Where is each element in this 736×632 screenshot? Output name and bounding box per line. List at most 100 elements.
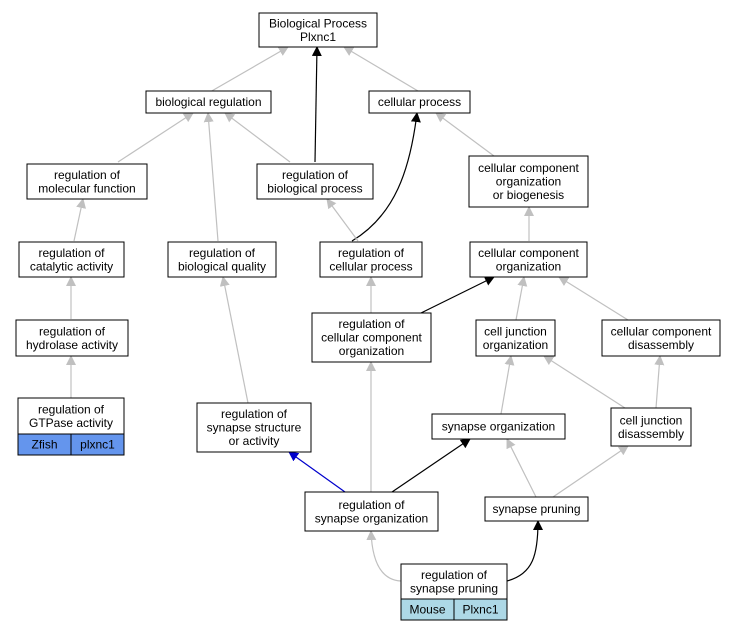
node-label-line: cellular component <box>611 324 712 338</box>
node-label-line: regulation of <box>221 407 288 421</box>
node-label-line: synapse structure <box>207 421 302 435</box>
edge-reg-syn-prune-to-syn-prune <box>506 520 543 582</box>
node-box <box>469 241 588 278</box>
node-label-line: regulation of <box>39 324 106 338</box>
edge-reg-syn-org-to-syn-org <box>391 438 471 493</box>
node-box <box>319 241 423 278</box>
zfish-gene-label: plxnc1 <box>80 438 115 452</box>
edge-cj-dis-to-cj-org <box>543 355 626 409</box>
node-label-line: organization <box>496 175 561 189</box>
node-label-line: biological process <box>267 181 362 195</box>
node-cell-proc[interactable]: cellular process <box>368 90 471 114</box>
node-label-line: regulation of <box>421 568 488 582</box>
node-label-line: disassembly <box>628 338 694 352</box>
node-label-line: synapse organization <box>315 511 428 525</box>
node-label-line: cellular process <box>329 259 412 273</box>
node-label-line: regulation of <box>189 246 256 260</box>
node-label-line: or activity <box>229 434 280 448</box>
edge-cccob-to-cell-proc <box>435 112 495 157</box>
edge-cc-dis-to-cco <box>558 276 629 321</box>
node-label-line: synapse pruning <box>410 581 498 595</box>
edge-cell-proc-to-root <box>343 46 419 92</box>
edge-reg-syn-org-to-reg-syn-struct <box>288 451 346 493</box>
node-label-line: molecular function <box>38 181 135 195</box>
node-box <box>18 241 125 278</box>
edge-reg-cat-to-reg-mol-func <box>73 198 87 242</box>
edge-reg-syn-struct-to-reg-bio-qual <box>219 276 249 404</box>
node-box <box>17 397 125 435</box>
edge-cj-org-to-cco <box>515 276 528 321</box>
node-box <box>256 163 374 200</box>
gene-tags: Zfish plxnc1 Mouse Plxnc1 <box>17 433 508 621</box>
node-box <box>26 163 148 200</box>
edge-reg-syn-prune-to-reg-syn-org <box>366 530 402 582</box>
node-label-line: organization <box>339 344 404 358</box>
node-box <box>368 90 471 114</box>
node-box <box>468 155 589 208</box>
node-label-line: biological regulation <box>155 95 261 109</box>
node-box <box>601 319 721 357</box>
node-label-line: GTPase activity <box>29 416 113 430</box>
node-box <box>610 407 692 447</box>
edge-syn-prune-to-syn-org <box>506 438 537 498</box>
node-bio-reg[interactable]: biological regulation <box>145 90 272 114</box>
edge-syn-org-to-cj-org <box>500 355 515 415</box>
edge-reg-cell-proc-to-reg-bio-proc <box>326 198 359 242</box>
node-label-line: synapse pruning <box>492 502 580 516</box>
node-label-line: regulation of <box>282 168 349 182</box>
node-label-line: Plxnc1 <box>300 30 336 44</box>
edge-reg-ccco-to-cco <box>420 276 495 314</box>
node-box <box>15 319 129 357</box>
node-label-line: cellular process <box>378 95 461 109</box>
node-box <box>431 413 566 440</box>
zfish-species-label: Zfish <box>31 438 57 452</box>
node-box <box>145 90 272 114</box>
node-label-line: synapse organization <box>442 420 555 434</box>
edge-reg-bio-qual-to-bio-reg <box>203 112 219 242</box>
mouse-gene-label: Plxnc1 <box>462 603 498 617</box>
node-label-line: cellular component <box>321 331 422 345</box>
node-syn-org[interactable]: synapse organization <box>431 413 566 440</box>
node-box <box>311 312 432 363</box>
edge-reg-bio-proc-to-bio-reg <box>224 112 291 163</box>
node-label-line: regulation of <box>38 246 105 260</box>
node-label-line: cell junction <box>484 324 547 338</box>
node-label-line: biological quality <box>178 259 266 273</box>
node-label-line: regulation of <box>338 498 405 512</box>
node-syn-prune[interactable]: synapse pruning <box>484 496 589 522</box>
node-label-line: regulation of <box>38 402 105 416</box>
node-box <box>258 12 378 48</box>
node-label-line: cellular component <box>478 246 579 260</box>
node-label-line: hydrolase activity <box>26 338 118 352</box>
node-label-line: regulation of <box>338 317 405 331</box>
zfish-tag: Zfish plxnc1 <box>17 433 125 456</box>
node-label-line: regulation of <box>54 168 121 182</box>
edge-reg-bio-proc-to-root <box>311 46 322 163</box>
node-box <box>304 491 439 532</box>
node-label-line: cell junction <box>620 413 683 427</box>
mouse-tag: Mouse Plxnc1 <box>400 598 508 621</box>
edge-syn-prune-to-cj-dis <box>552 445 629 498</box>
node-box <box>400 563 508 600</box>
node-box <box>475 319 556 357</box>
node-box <box>484 496 589 522</box>
